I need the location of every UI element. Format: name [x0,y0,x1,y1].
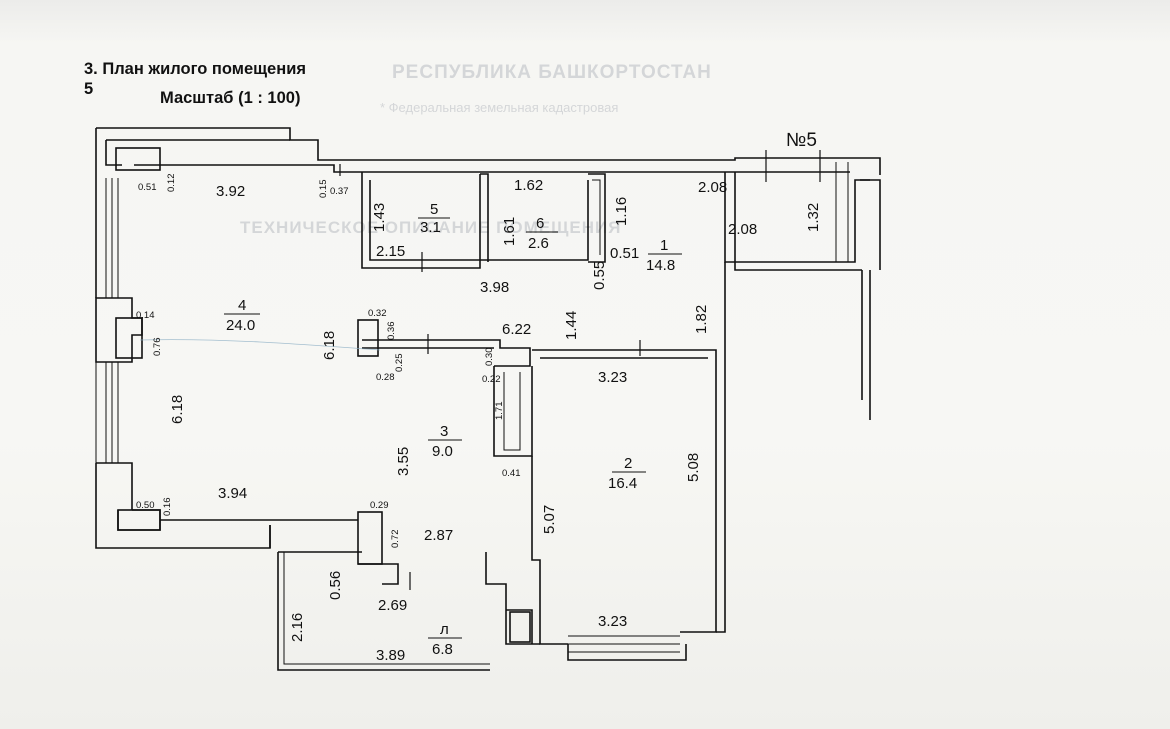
room-2: 2 16.4 [608,455,646,492]
room-6-area: 2.6 [528,235,549,252]
room-2-number: 2 [624,455,632,472]
dim-label: 1.62 [514,177,543,194]
plan-walls [95,127,881,671]
dim-label: 3.98 [480,279,509,296]
room-5-area: 3.1 [420,219,441,236]
dim-label-small: 0.28 [376,372,395,383]
section-number: 5 [84,80,94,98]
plan-ticks [339,150,821,590]
dim-label-small: 1.71 [494,402,505,421]
dim-label-small: 0.30 [484,348,495,367]
dim-label: 3.23 [598,613,627,630]
dim-label-small: 0.72 [390,530,401,549]
dim-label-small: 0.76 [152,338,163,357]
bleed-through-line-1: РЕСПУБЛИКА БАШКОРТОСТАН [392,62,712,83]
dim-label: 1.61 [501,217,518,246]
dim-label: 1.44 [563,311,580,340]
pen-stroke [139,339,381,351]
dim-label: 5.08 [685,453,702,482]
dim-label-small: 0.29 [370,500,389,511]
dim-label-small: 0.22 [482,374,501,385]
room-4: 4 24.0 [224,297,260,334]
dim-label: 1.16 [613,197,630,226]
bleed-through-line-2: * Федеральная земельная кадастровая [380,100,619,115]
dim-label: 3.89 [376,647,405,664]
room-balcony: л 6.8 [428,621,462,658]
dim-label: 1.32 [805,203,822,232]
dim-label: 2.08 [728,221,757,238]
dim-label: 6.18 [321,331,338,360]
dim-label-small: 0.25 [394,354,405,373]
dim-label-small: 0.50 [136,500,155,511]
dim-label: 2.87 [424,527,453,544]
room-2-area: 16.4 [608,475,637,492]
room-1: 1 14.8 [646,237,682,274]
dim-label: 3.55 [395,447,412,476]
room-3: 3 9.0 [428,423,462,460]
dim-label-small: 0.12 [166,174,177,193]
dim-label: 2.08 [698,179,727,196]
dim-label: 3.23 [598,369,627,386]
dim-label: 3.92 [216,183,245,200]
room-balcony-area: 6.8 [432,641,453,658]
dim-label-small: 0.16 [162,498,173,517]
room-4-area: 24.0 [226,317,255,334]
dim-label: 2.16 [289,613,306,642]
bleed-through-line-3: ТЕХНИЧЕСКОЕ ОПИСАНИЕ ПОМЕЩЕНИЯ [240,218,622,237]
room-1-number: 1 [660,237,668,254]
room-6-number: 6 [536,215,544,232]
scale-label: Масштаб (1 : 100) [160,89,301,107]
dim-label: 2.15 [376,243,405,260]
dim-label: 1.82 [693,305,710,334]
room-4-number: 4 [238,297,246,314]
room-5-number: 5 [430,201,438,218]
dim-label: 2.69 [378,597,407,614]
dim-label-small: 0.32 [368,308,387,319]
dim-label-small: 0.15 [318,180,329,199]
dim-label-small: 0.41 [502,468,521,479]
dim-label-small: 0.37 [330,186,349,197]
dim-label: 0.51 [610,245,639,262]
room-1-area: 14.8 [646,257,675,274]
dim-label-small: 0.14 [136,310,155,321]
unit-number-label: №5 [786,130,817,151]
dim-label: 6.22 [502,321,531,338]
dim-label: 5.07 [541,505,558,534]
dim-label: 0.55 [591,261,608,290]
dim-label: 0.56 [327,571,344,600]
dim-label-small: 0.51 [138,182,157,193]
dim-label: 3.94 [218,485,247,502]
room-6: 6 2.6 [526,215,558,252]
dim-label-small: 0.36 [386,322,397,341]
dim-label: 6.18 [169,395,186,424]
room-3-area: 9.0 [432,443,453,460]
section-title: 3. План жилого помещения [84,60,306,78]
room-balcony-number: л [440,621,449,638]
room-3-number: 3 [440,423,448,440]
dim-label: 1.43 [371,203,388,232]
room-5: 5 3.1 [418,201,450,236]
